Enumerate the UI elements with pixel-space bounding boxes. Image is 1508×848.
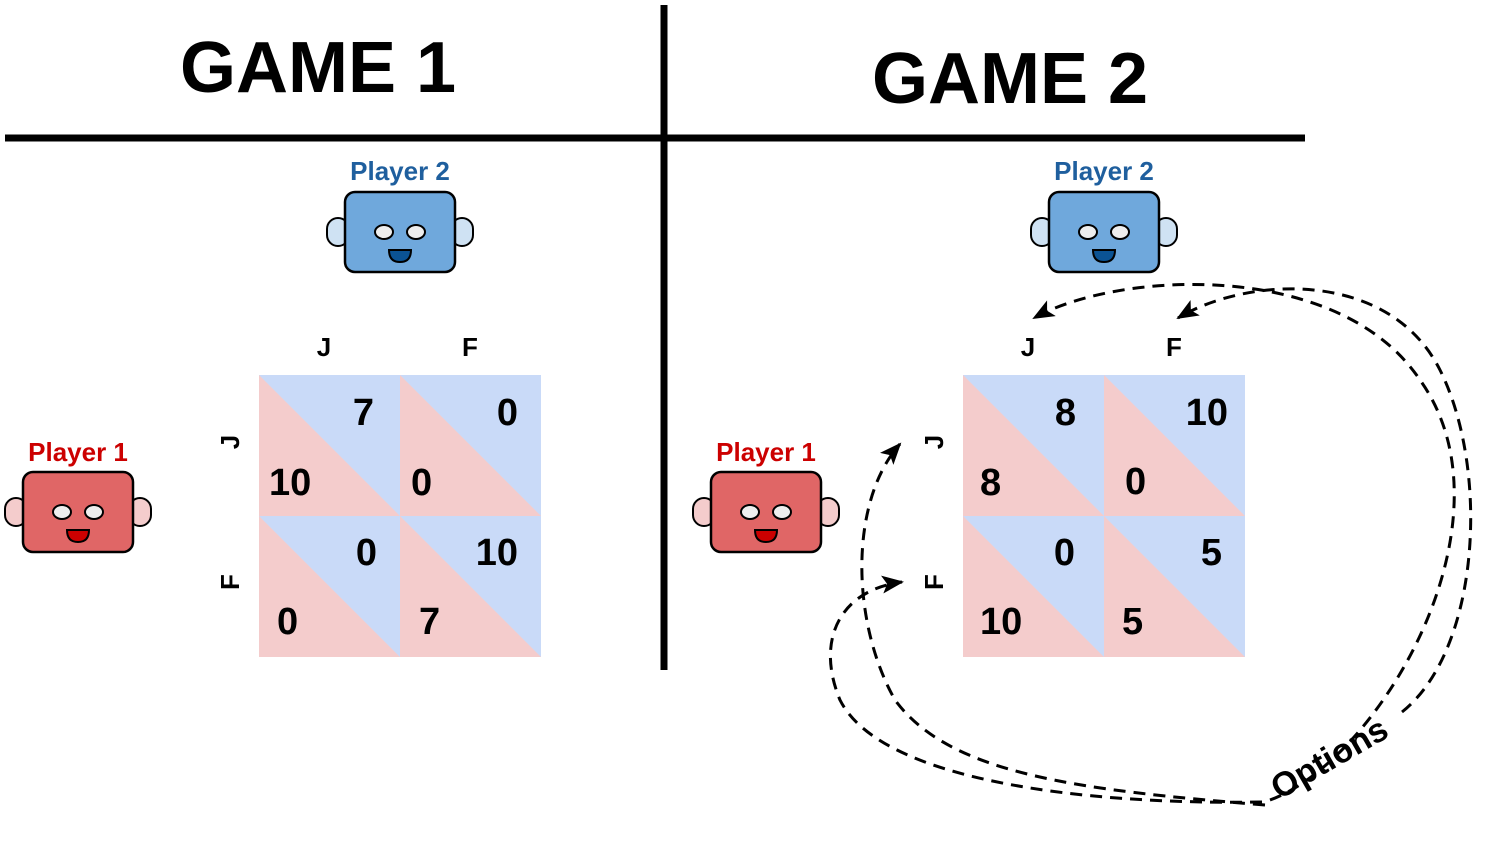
- game2-cell-fj: 0 10: [963, 516, 1104, 657]
- game2-row-label-j: J: [919, 435, 949, 449]
- arrow-to-p2-f: [1176, 287, 1473, 714]
- game2-row-label-f: F: [919, 574, 949, 590]
- game1-col-label-f: F: [462, 332, 478, 362]
- game1-cell-ff: 10 7: [400, 516, 541, 657]
- game1-cell-jf-p2: 0: [497, 392, 518, 434]
- arrow-to-p2-j: [1032, 282, 1456, 802]
- game2-player2-label: Player 2: [1054, 156, 1154, 186]
- game1-cell-fj: 0 0: [259, 516, 400, 657]
- game2-col-label-j: J: [1021, 332, 1035, 362]
- arrow-to-p1-f: [829, 575, 1263, 804]
- game2-player1-robot-icon: [692, 470, 840, 554]
- game1-row-label-f: F: [215, 574, 245, 590]
- game2-cell-jf-p1: 0: [1125, 461, 1146, 503]
- game1-row-label-j: J: [215, 435, 245, 449]
- game2-cell-ff-p2: 5: [1201, 532, 1222, 574]
- game1-player2-robot-icon: [326, 190, 474, 274]
- game1-cell-jj: 7 10: [259, 375, 400, 516]
- game2-cell-jj: 8 8: [963, 375, 1104, 516]
- game1-cell-ff-p2: 10: [476, 532, 518, 574]
- game1-player1-label: Player 1: [28, 437, 128, 467]
- game1-panel: Player 2 Player 1 J F J F: [4, 156, 541, 657]
- game1-col-label-j: J: [317, 332, 331, 362]
- game2-cell-fj-p2: 0: [1054, 532, 1075, 574]
- game1-cell-fj-p1: 0: [277, 601, 298, 643]
- game2-cell-jf: 10 0: [1104, 375, 1245, 516]
- game1-cell-jj-p2: 7: [353, 392, 374, 434]
- game1-cell-jf: 0 0: [400, 375, 541, 516]
- game1-cell-jf-p1: 0: [411, 462, 432, 504]
- game1-cell-ff-p1: 7: [419, 601, 440, 643]
- game2-player1-label: Player 1: [716, 437, 816, 467]
- game2-options-label: Options: [1264, 710, 1394, 807]
- game2-cell-jf-p2: 10: [1186, 392, 1228, 434]
- game2-payoff-matrix: 8 8 10 0 0 10 5 5: [963, 375, 1245, 657]
- game2-col-label-f: F: [1166, 332, 1182, 362]
- game1-cell-fj-p2: 0: [356, 532, 377, 574]
- game1-player1-robot-icon: [4, 470, 152, 554]
- arrow-to-p1-j: [860, 442, 1266, 807]
- game2-cell-jj-p1: 8: [980, 462, 1001, 504]
- game2-panel: Player 2 Player 1 J F J F: [692, 156, 1473, 807]
- game2-cell-ff: 5 5: [1104, 516, 1245, 657]
- game2-player2-robot-icon: [1030, 190, 1178, 274]
- game2-cell-jj-p2: 8: [1055, 392, 1076, 434]
- game2-title: GAME 2: [872, 39, 1148, 119]
- game2-cell-fj-p1: 10: [980, 601, 1022, 643]
- game1-cell-jj-p1: 10: [269, 462, 311, 504]
- game1-player2-label: Player 2: [350, 156, 450, 186]
- game2-cell-ff-p1: 5: [1122, 601, 1143, 643]
- game1-payoff-matrix: 7 10 0 0 0 0 10 7: [259, 375, 541, 657]
- game2-option-arrows: [829, 282, 1473, 807]
- game1-title: GAME 1: [180, 28, 456, 108]
